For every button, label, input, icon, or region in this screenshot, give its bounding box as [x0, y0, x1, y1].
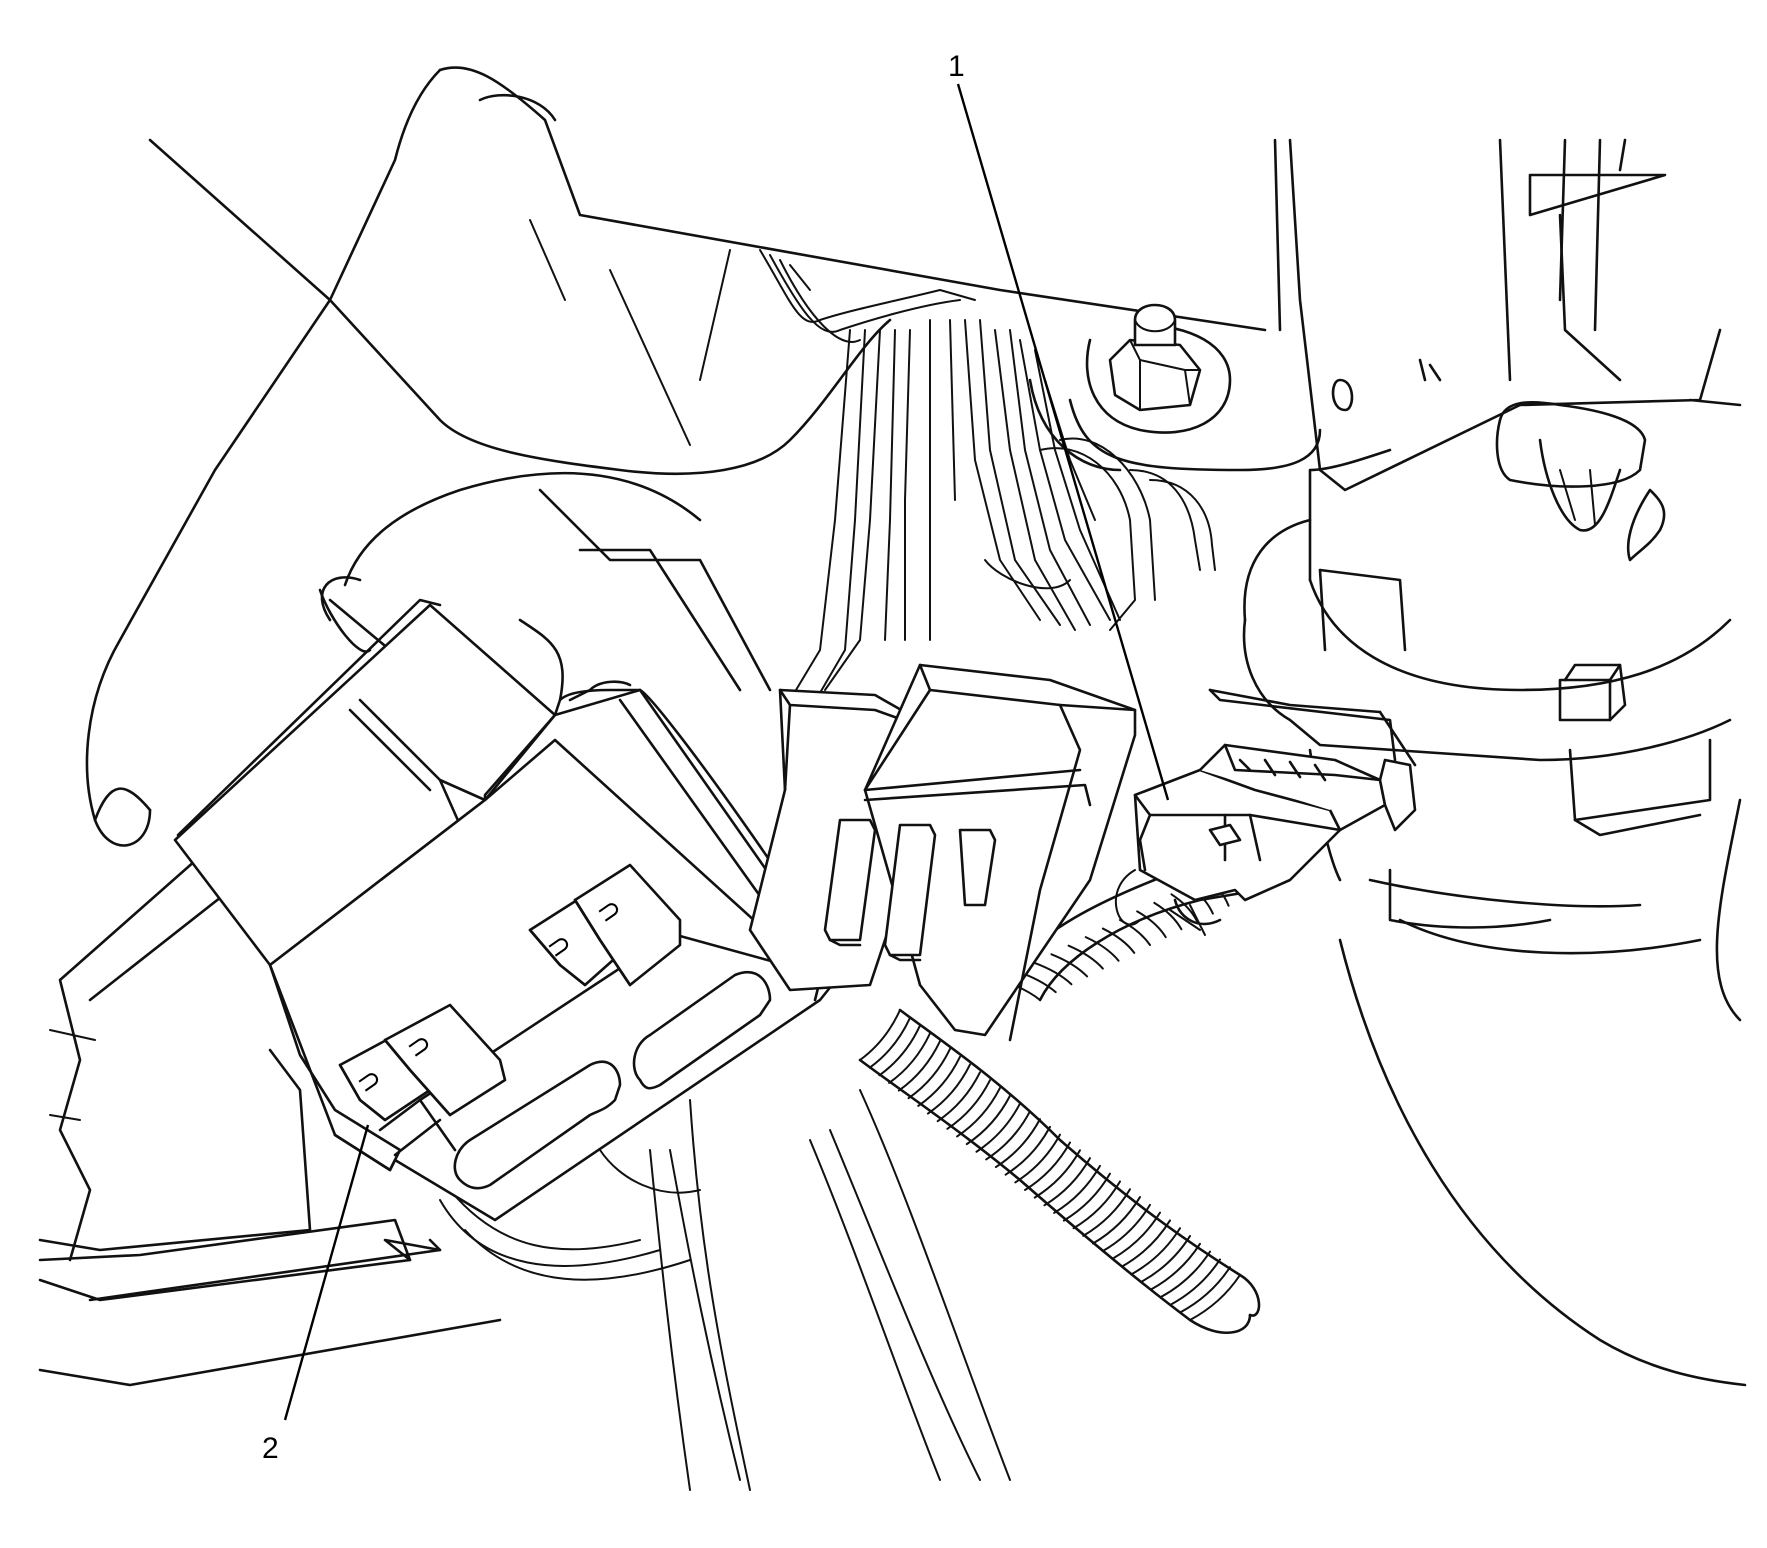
conduit-rib	[1014, 1133, 1061, 1184]
conduit-rib	[1153, 901, 1183, 931]
conduit-rib	[956, 1086, 1001, 1138]
conduit-rib	[1091, 1196, 1141, 1245]
conduit-rib	[1050, 953, 1089, 978]
conduit-rib	[1179, 1266, 1231, 1314]
conduit-rib	[1082, 1188, 1131, 1237]
conduit-rib	[1121, 1219, 1171, 1268]
conduit-rib	[1111, 1211, 1161, 1260]
conduit-rib	[994, 1118, 1041, 1169]
conduit-rib	[985, 1110, 1031, 1161]
conduit-rib	[975, 1102, 1021, 1153]
callout-1: 1	[948, 50, 1170, 801]
conduit-rib	[1033, 1149, 1081, 1199]
conduit-rib	[1150, 1242, 1201, 1291]
conduit-rib	[888, 1032, 931, 1084]
conduit-rib	[907, 1047, 951, 1100]
conduit-rib	[1072, 1180, 1121, 1230]
center-connectors	[748, 663, 1137, 1042]
conduit-rib	[1169, 1258, 1221, 1306]
nut-bolt	[1028, 303, 1322, 472]
fuse-group-upper: ⊃ ⊃	[528, 863, 682, 987]
conduit-rib	[868, 1016, 911, 1069]
conduit-rib	[1053, 1164, 1101, 1214]
column-housing	[1242, 138, 1747, 1387]
wire-bundle	[439, 249, 1216, 1491]
conduit-rib	[1101, 1203, 1151, 1253]
conduit-rib	[965, 1094, 1011, 1146]
conduit-rib	[936, 1071, 981, 1123]
switch-connector	[1114, 688, 1417, 936]
conduit-rib	[1101, 927, 1136, 954]
conduit-rib	[1136, 910, 1167, 939]
conduit-rib	[1033, 961, 1073, 986]
dash-structure	[38, 66, 1267, 1387]
conduit-rib	[946, 1079, 991, 1130]
conduit-rib	[1004, 1125, 1051, 1176]
callout-1-label: 1	[948, 50, 965, 83]
conduit-rib	[1043, 1157, 1091, 1207]
callout-2: 2	[262, 1124, 370, 1465]
conduit-rib	[1062, 1172, 1111, 1222]
conduit-rib	[859, 1009, 901, 1061]
conduit-rib	[917, 1055, 961, 1107]
conduit-rib	[1189, 1274, 1241, 1321]
conduit-rib	[926, 1063, 971, 1115]
conduit-rib	[1084, 936, 1120, 962]
callout-2-label: 2	[262, 1432, 279, 1465]
conduit-rib	[1067, 944, 1104, 970]
fuse-group-lower: ⊃ ⊃	[338, 1003, 507, 1122]
fuse-block-connector: ⊃ ⊃ ⊃ ⊃	[173, 576, 842, 1222]
conduit-rib	[878, 1024, 921, 1077]
conduit-rib	[1159, 1250, 1211, 1299]
conduit-rib	[1024, 1141, 1071, 1191]
conduit-rib	[897, 1040, 941, 1092]
conduit-rib	[1130, 1227, 1181, 1276]
conduit-rib	[1140, 1235, 1191, 1283]
conduit-rib	[1170, 893, 1199, 923]
